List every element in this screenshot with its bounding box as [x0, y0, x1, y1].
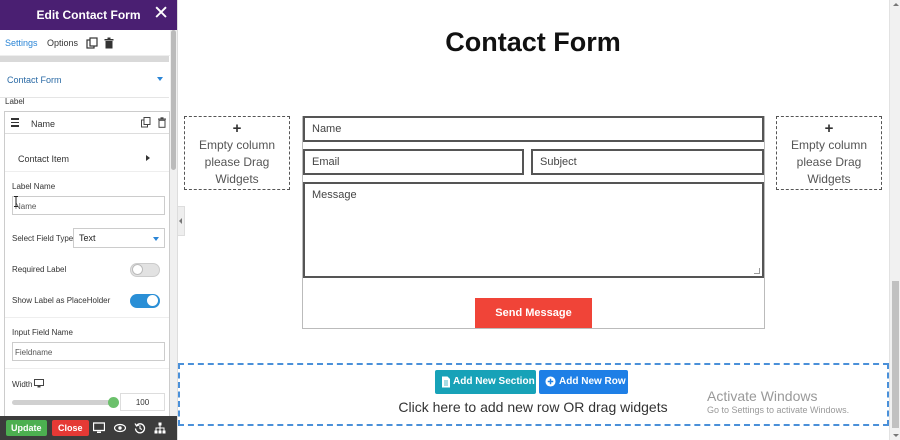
add-row-hint: Click here to add new row OR drag widget… [398, 399, 668, 415]
trash-icon[interactable] [103, 37, 115, 49]
delete-item-icon[interactable] [157, 117, 167, 128]
empty-column-right[interactable]: + Empty column please Drag Widgets [776, 116, 882, 190]
sitemap-icon[interactable] [154, 421, 166, 435]
add-new-section-label: Add New Section [453, 376, 535, 387]
message-textarea[interactable]: Message [303, 182, 764, 278]
empty-column-text-2: please Drag [204, 155, 270, 169]
eye-icon[interactable] [114, 421, 126, 435]
message-placeholder: Message [312, 189, 357, 201]
send-message-button[interactable]: Send Message [475, 298, 592, 328]
toggle-knob [132, 264, 143, 275]
chevron-right-icon [146, 155, 150, 161]
panel-collapse-handle[interactable] [178, 206, 185, 236]
history-icon[interactable] [134, 421, 146, 435]
page-scrollbar-thumb[interactable] [892, 281, 899, 428]
contact-item-card: Name Contact Item Label Name Name Select… [4, 111, 170, 431]
desktop-icon[interactable] [34, 379, 44, 388]
contact-item-toggle[interactable]: Contact Item [5, 146, 169, 170]
subject-input[interactable]: Subject [531, 149, 764, 175]
add-new-section-button[interactable]: Add New Section [435, 370, 536, 394]
section-title: Contact Form [7, 75, 62, 85]
panel-scrollbar-thumb[interactable] [171, 30, 176, 170]
windows-activation-title: Activate Windows [707, 388, 818, 404]
input-name-field[interactable]: Fieldname [12, 342, 165, 361]
empty-column-text-3: Widgets [215, 172, 259, 186]
divider [5, 317, 169, 318]
panel-header: Edit Contact Form ✕ [0, 0, 177, 30]
field-type-value: Text [79, 233, 96, 243]
item-header[interactable]: Name [5, 112, 169, 134]
edit-panel: Edit Contact Form ✕ Settings Options Con… [0, 0, 178, 440]
label-name-input[interactable]: Name [12, 196, 165, 215]
input-name-label: Input Field Name [12, 328, 73, 337]
tab-options[interactable]: Options [47, 38, 79, 48]
panel-divider [0, 56, 169, 62]
duplicate-icon[interactable] [86, 37, 98, 49]
panel-title: Edit Contact Form [36, 8, 141, 22]
plus-icon[interactable]: + [824, 120, 834, 137]
empty-column-left[interactable]: + Empty column please Drag Widgets [184, 116, 290, 190]
page-title: Contact Form [445, 27, 621, 57]
label-name-label: Label Name [12, 182, 56, 191]
resize-handle-icon[interactable] [754, 268, 760, 274]
placeholder-label: Show Label as PlaceHolder [12, 296, 111, 305]
width-slider-track[interactable] [12, 400, 115, 405]
scroll-up-icon[interactable] [893, 3, 899, 6]
document-icon [442, 376, 450, 388]
name-input[interactable]: Name [303, 116, 764, 142]
panel-scrollbar[interactable] [170, 30, 177, 416]
required-label: Required Label [12, 265, 67, 274]
plus-icon[interactable]: + [232, 120, 242, 137]
field-type-select[interactable]: Text [73, 228, 165, 248]
required-toggle[interactable] [130, 263, 160, 277]
add-new-row-button[interactable]: Add New Row [539, 370, 628, 394]
width-value[interactable]: 100 [120, 393, 165, 411]
add-row-dropzone[interactable] [178, 363, 889, 426]
empty-column-text-2: please Drag [796, 155, 862, 169]
contact-form-section[interactable]: Contact Form [0, 62, 169, 98]
close-button[interactable]: Close [52, 420, 89, 436]
desktop-preview-icon[interactable] [93, 421, 105, 435]
empty-column-text-1: Empty column [790, 138, 868, 152]
panel-footer: Update Close [0, 416, 177, 440]
text-cursor-icon [14, 196, 18, 207]
field-type-label: Select Field Type [12, 234, 74, 243]
placeholder-toggle[interactable] [130, 294, 160, 308]
scroll-down-icon[interactable] [893, 434, 899, 437]
update-button[interactable]: Update [6, 420, 47, 436]
contact-item-label: Contact Item [18, 154, 70, 164]
toggle-knob [147, 295, 158, 306]
width-label: Width [12, 380, 33, 389]
empty-column-text-1: Empty column [198, 138, 276, 152]
add-new-row-label: Add New Row [559, 376, 626, 387]
divider [5, 368, 169, 369]
close-icon[interactable]: ✕ [153, 3, 169, 24]
copy-item-icon[interactable] [141, 117, 151, 128]
panel-tabs: Settings Options [0, 30, 177, 56]
width-slider-thumb[interactable] [108, 397, 119, 408]
divider [5, 171, 169, 172]
email-input[interactable]: Email [303, 149, 524, 175]
chevron-down-icon [153, 237, 159, 241]
tab-settings[interactable]: Settings [5, 38, 38, 48]
page-scrollbar[interactable] [889, 0, 900, 440]
label-caption: Label [5, 97, 25, 106]
empty-column-text-3: Widgets [807, 172, 851, 186]
windows-activation-subtitle: Go to Settings to activate Windows. [707, 405, 850, 415]
plus-circle-icon [545, 376, 556, 387]
chevron-down-icon [157, 77, 163, 81]
item-name: Name [31, 119, 56, 129]
drag-handle-icon[interactable] [11, 118, 19, 129]
